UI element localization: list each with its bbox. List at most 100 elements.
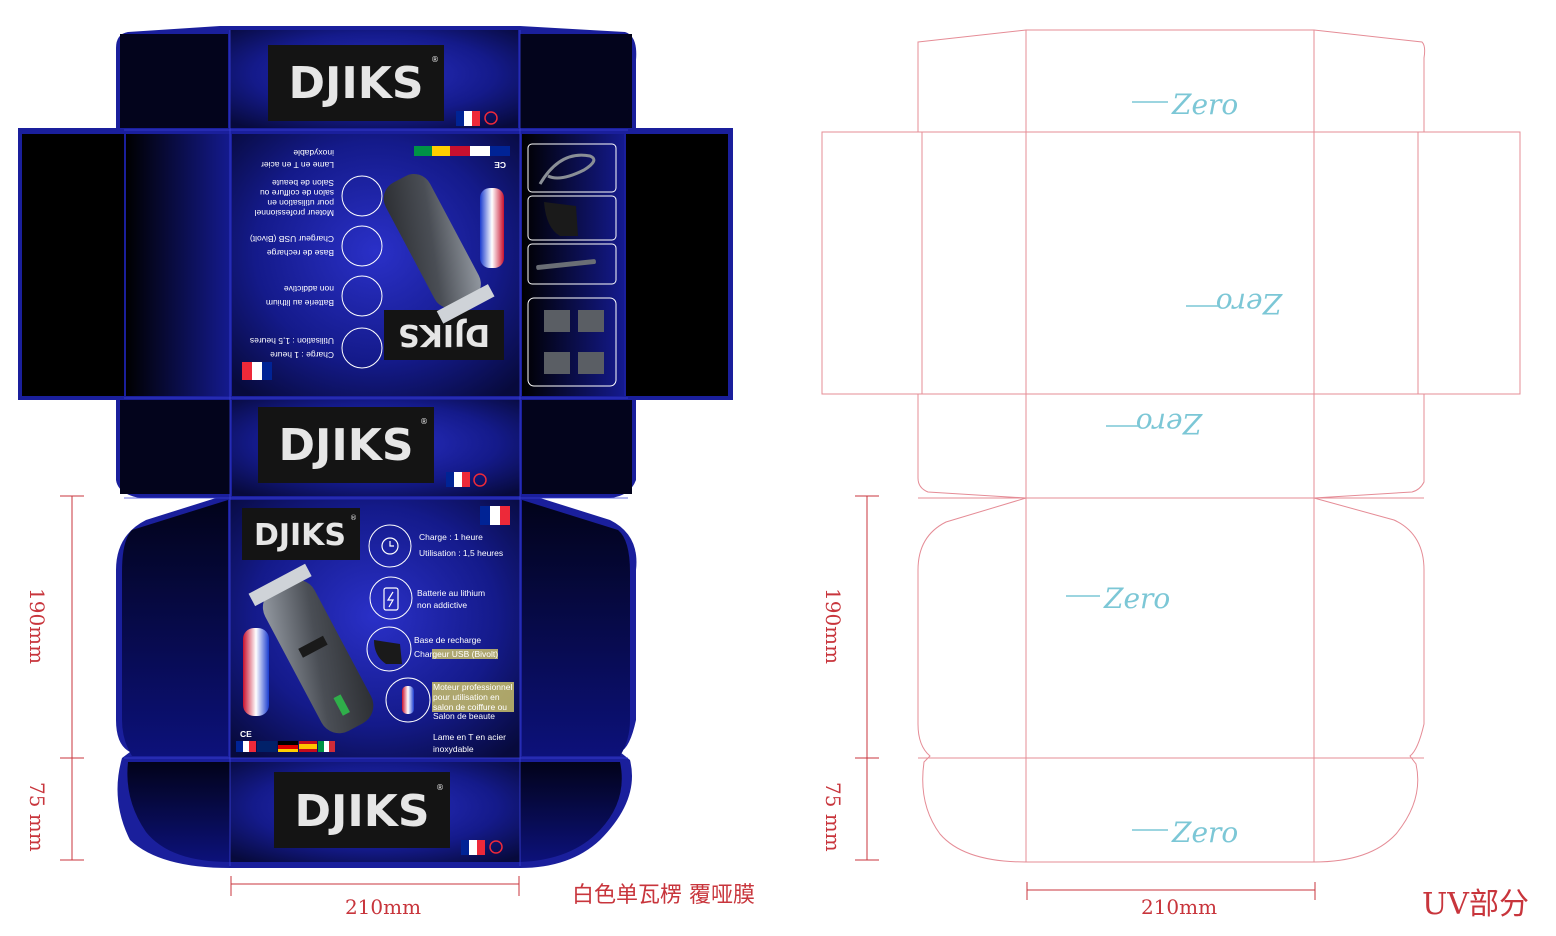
recycle-bin-icon-bottom (489, 840, 503, 854)
front-spec-4-line-1: Moteur professionnel (433, 682, 512, 692)
recycle-bin-icon-top (484, 111, 498, 125)
logo-text-front: DJIKS (254, 518, 346, 553)
printed-box-dieline: DJIKS ® DJIKS Charge : 1 heure Utilisati… (18, 26, 733, 868)
logo-text-bottom: DJIKS (294, 786, 429, 837)
logo-text-lid: DJIKS (278, 420, 413, 471)
uv-mark-2: Zero (1216, 287, 1283, 320)
highlight-usb (432, 649, 498, 659)
side-panel-right-outer (626, 134, 728, 396)
uv-mark-1: Zero (1171, 88, 1238, 121)
uv-part-note: UV部分 (1422, 887, 1529, 922)
front-side-right (522, 500, 630, 756)
uv-outline (821, 29, 1521, 863)
uv-dieline (821, 29, 1521, 863)
battery-icon (369, 576, 413, 620)
clipper-illustration-back (383, 173, 495, 324)
front-spec-list: Charge : 1 heure Utilisation : 1,5 heure… (366, 524, 514, 754)
logo-badge-bottom (274, 772, 450, 848)
registered-mark-lid: ® (420, 417, 428, 426)
top-flap-left (120, 34, 228, 128)
back-spec-4-line-4: Salon de beaute (272, 178, 334, 188)
clock-icon (368, 524, 412, 568)
barber-pole-front (243, 628, 269, 716)
back-spec-1-line-1: Charge : 1 heure (270, 350, 334, 360)
flag-fr-lid (446, 472, 470, 487)
front-spec-2-line-1: Batterie au lithium (417, 588, 485, 598)
registered-mark-top: ® (431, 55, 439, 64)
usb-cable-icon (538, 153, 596, 185)
front-side-left (122, 500, 228, 756)
cert-marks-back: CE (494, 160, 506, 170)
logo-text-top: DJIKS (288, 58, 423, 109)
flags-row-back (414, 146, 510, 156)
dimensions-right (855, 495, 1316, 900)
highlight-motor (432, 682, 514, 712)
accessory-box-cable (527, 143, 617, 193)
side-panel-left-inner (126, 134, 230, 396)
accessory-box-combs (527, 297, 617, 387)
charging-base-icon (544, 202, 578, 236)
front-spec-3-line-1: Base de recharge (414, 635, 481, 645)
front-spec-5-line-1: Lame en T en acier (433, 732, 506, 742)
fold-lines-left (124, 30, 628, 866)
uv-marks: Zero Zero Zero Zero Zero (1066, 88, 1283, 849)
side-panel-left-outer (22, 134, 124, 396)
logo-badge-top (268, 45, 444, 121)
flag-fr-front (480, 506, 510, 525)
accessory-box-base (527, 195, 617, 241)
back-spec-list: Charge : 1 heure Utilisation : 1,5 heure… (250, 148, 383, 369)
dim-width-left: 210mm (345, 895, 421, 919)
cert-marks-front: CE (240, 729, 252, 739)
back-spec-3-line-1: Base de recharge (267, 248, 334, 258)
flags-row-front (236, 741, 335, 752)
back-spec-4-line-2: pour utilisation en (267, 198, 334, 208)
flag-fr-bottom (461, 840, 485, 855)
guide-comb-4-icon (578, 352, 604, 374)
back-spec-1-line-2: Utilisation : 1,5 heures (250, 336, 334, 346)
flag-fr-top (456, 111, 480, 126)
material-note: 白色单瓦楞 覆哑膜 (572, 883, 755, 908)
dim-height-main-left: 190mm (25, 588, 49, 664)
uv-mark-5: Zero (1171, 816, 1238, 849)
barber-pole-back (480, 188, 504, 268)
motor-icon (385, 677, 431, 723)
dim-height-flap-right: 75 mm (821, 782, 845, 852)
guide-comb-1-icon (544, 310, 570, 332)
uv-mark-4: Zero (1103, 582, 1170, 615)
front-spec-1-line-1: Charge : 1 heure (419, 532, 483, 542)
top-flap-right (520, 34, 632, 128)
front-spec-1-line-2: Utilisation : 1,5 heures (419, 548, 503, 558)
front-spec-5-line-2: inoxydable (433, 744, 474, 754)
back-spec-2-line-2: non addictive (284, 284, 334, 294)
recycle-bin-icon-lid (473, 473, 487, 487)
registered-mark-bottom: ® (436, 783, 444, 792)
dim-height-flap-left: 75 mm (25, 782, 49, 852)
dimensions-left (60, 495, 520, 896)
uv-mark-3: Zero (1136, 407, 1203, 440)
cleaning-brush-icon (536, 259, 596, 270)
front-spec-4-line-4: Salon de beaute (433, 711, 495, 721)
back-spec-4-line-1: Moteur professionnel (255, 208, 334, 218)
back-spec-2-line-1: Batterie au lithium (266, 298, 334, 308)
lid-panel-left (120, 400, 230, 494)
accessory-box-brush (527, 243, 617, 285)
guide-comb-2-icon (578, 310, 604, 332)
front-spec-4-line-3: salon de coiffure ou (433, 702, 507, 712)
front-spec-2-line-2: non addictive (417, 600, 467, 610)
lid-panel-right (522, 400, 632, 494)
logo-badge-front (242, 508, 360, 560)
back-spec-3-line-2: Chargeur USB (Bivolt) (250, 234, 334, 244)
dim-height-main-right: 190mm (821, 588, 845, 664)
dim-width-right: 210mm (1141, 895, 1217, 919)
front-spec-4-line-2: pour utilisation en (433, 692, 500, 702)
registered-mark-front: ® (350, 514, 357, 522)
clipper-illustration-front (248, 563, 374, 734)
charging-base-icon-front (366, 626, 412, 672)
back-panel-content-rotated: DJIKS Charge : 1 heure Utilisation : 1,5… (242, 146, 510, 380)
back-spec-4-line-3: salon de coiffure ou (260, 188, 334, 198)
accessories-panel (527, 143, 617, 387)
logo-badge-lid (258, 407, 434, 483)
flag-fr-back (242, 362, 272, 380)
back-spec-5-line-2: inoxydable (293, 148, 334, 158)
